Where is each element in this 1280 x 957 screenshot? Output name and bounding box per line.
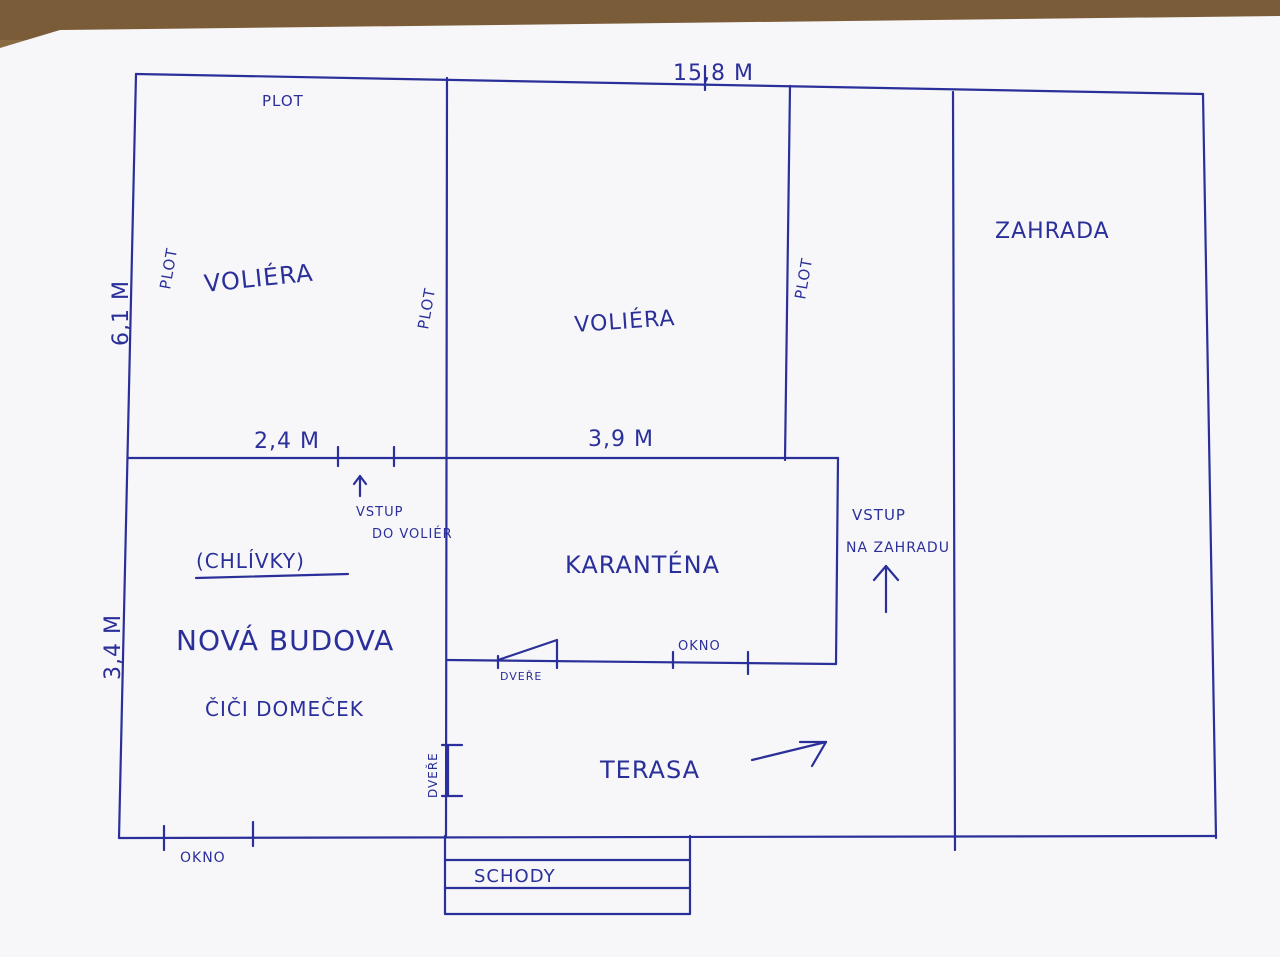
entry-aviary-line1: VSTUP bbox=[356, 505, 403, 520]
room-new-building: NOVÁ BUDOVA bbox=[176, 623, 394, 657]
room-quarantine: KARANTÉNA bbox=[565, 550, 720, 579]
top-fence-line bbox=[134, 72, 1205, 96]
room-sheds: (CHLÍVKY) bbox=[196, 549, 305, 573]
entry-aviary-arrowhead bbox=[352, 474, 368, 486]
bottom-wall-line bbox=[117, 834, 1218, 840]
terrace-arrow bbox=[750, 740, 828, 762]
dimension-aviary-left-width: 2,4 M bbox=[254, 429, 320, 454]
room-terrace: TERASA bbox=[599, 756, 700, 784]
label-window-quarantine: OKNO bbox=[678, 639, 721, 654]
dimension-aviary-depth: 6,1 M bbox=[109, 280, 134, 346]
plan-lines bbox=[117, 64, 1218, 916]
room-cat-house: ČIČI DOMEČEK bbox=[205, 697, 364, 721]
entry-garden-line2: NA ZAHRADU bbox=[846, 540, 950, 556]
divider-garden bbox=[951, 90, 957, 852]
left-boundary-line bbox=[117, 72, 138, 840]
entry-aviary-line2: DO VOLIÉR bbox=[372, 526, 453, 542]
label-door-terrace: DVEŘE bbox=[425, 752, 440, 798]
terrace-arrowhead bbox=[798, 740, 828, 768]
label-fence-top: PLOT bbox=[262, 92, 304, 110]
label-door-quarantine: DVEŘE bbox=[500, 670, 542, 683]
dimension-building-depth: 3,4 M bbox=[101, 614, 126, 680]
stairs-outline bbox=[443, 834, 692, 916]
divider-mid-fence bbox=[783, 84, 792, 462]
entry-garden-line1: VSTUP bbox=[852, 506, 906, 524]
right-boundary-line bbox=[1201, 92, 1218, 840]
quarantine-right-wall bbox=[834, 456, 840, 666]
entry-garden-arrowhead bbox=[872, 564, 900, 582]
sheds-underline bbox=[194, 572, 350, 580]
door-swing bbox=[496, 638, 559, 662]
paper-sheet bbox=[0, 16, 1280, 957]
quarantine-bottom-wall bbox=[445, 658, 838, 666]
label-window-bottom: OKNO bbox=[180, 850, 226, 866]
dimension-aviary-mid-width: 3,9 M bbox=[588, 427, 654, 452]
label-stairs: SCHODY bbox=[474, 866, 556, 887]
dimension-total-width: 15,8 M bbox=[673, 61, 754, 86]
room-garden: ZAHRADA bbox=[995, 219, 1110, 244]
